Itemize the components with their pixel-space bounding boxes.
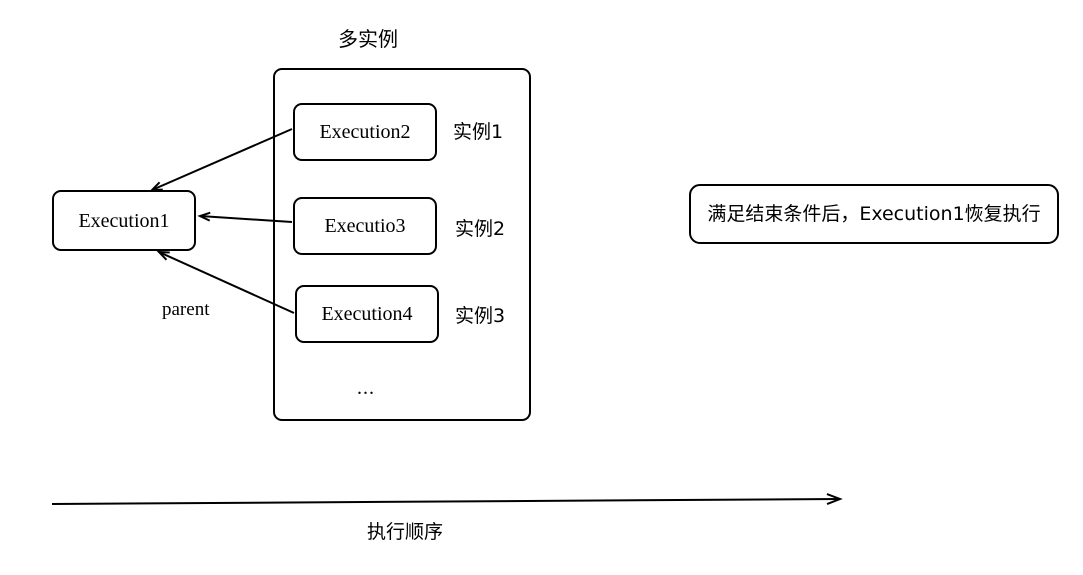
instance-label-2: 实例2 [455,218,506,240]
node-execution4[interactable]: Execution4 [295,285,439,343]
node-executio3-label: Executio3 [324,215,406,237]
execution-order-label: 执行顺序 [367,521,444,543]
completion-note-text: 满足结束条件后，Execution1恢复执行 [707,202,1041,225]
parent-edge-label: parent [162,299,210,320]
node-execution4-label: Execution4 [321,303,413,325]
node-execution2[interactable]: Execution2 [293,103,437,161]
node-executio3[interactable]: Executio3 [293,197,437,255]
node-execution1-label: Execution1 [78,209,170,232]
multi-instance-container [273,68,531,421]
node-execution2-label: Execution2 [319,121,411,143]
instance-label-1: 实例1 [453,121,504,143]
edge-execution2-to-execution1 [149,128,293,192]
instance-label-3: 实例3 [455,305,506,327]
completion-note-box: 满足结束条件后，Execution1恢复执行 [689,184,1059,244]
multi-instance-title: 多实例 [338,27,398,51]
execution-order-arrow [51,493,843,506]
node-execution1[interactable]: Execution1 [52,190,196,251]
more-instances-ellipsis: ... [357,377,375,399]
